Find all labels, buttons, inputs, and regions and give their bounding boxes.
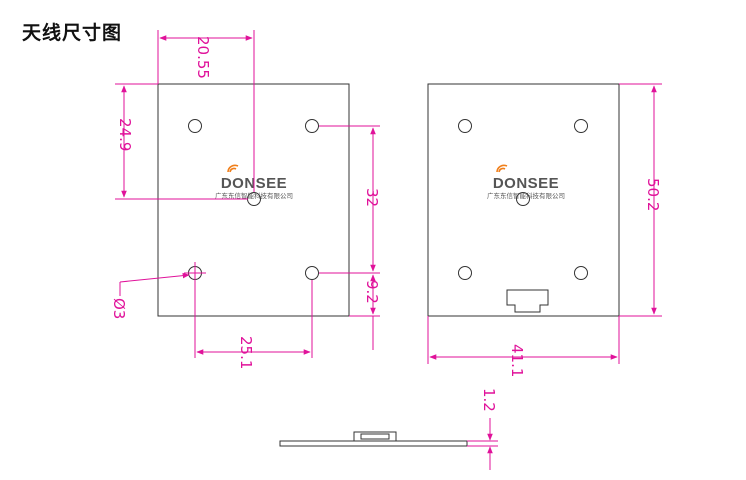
front-view: DONSEE 广东东信智能科技有限公司 20.55 24.9 32 9.2 Ø3 xyxy=(110,30,381,369)
back-hole-bottom-right xyxy=(574,266,588,280)
front-hole-top-left xyxy=(188,119,202,133)
dim-9-2-label: 9.2 xyxy=(363,280,381,304)
page-title: 天线尺寸图 xyxy=(22,22,123,44)
dim-50-2-label: 50.2 xyxy=(644,178,662,211)
dim-hole-diameter-label: Ø3 xyxy=(110,298,128,319)
back-board-outline xyxy=(427,83,620,317)
back-view: DONSEE 广东东信智能科技有限公司 50.2 41.1 xyxy=(427,83,662,377)
back-brand-name: DONSEE xyxy=(493,175,559,192)
dim-24-9-label: 24.9 xyxy=(116,118,134,151)
back-hole-bottom-left xyxy=(458,266,472,280)
side-connector-inner xyxy=(360,433,390,440)
back-brand-subtitle: 广东东信智能科技有限公司 xyxy=(487,191,565,200)
front-hole-bottom-right xyxy=(305,266,319,280)
back-connector xyxy=(506,289,549,313)
dim-hole-diameter-leader xyxy=(119,272,190,283)
dim-20-55-label: 20.55 xyxy=(194,36,212,79)
wifi-icon xyxy=(496,164,508,173)
back-hole-top-right xyxy=(574,119,588,133)
dim-1-2-label: 1.2 xyxy=(480,388,498,412)
back-hole-top-left xyxy=(458,119,472,133)
back-hole-center xyxy=(516,192,530,206)
side-connector xyxy=(353,431,397,442)
back-brand-logo: DONSEE 广东东信智能科技有限公司 xyxy=(487,164,565,200)
side-board-outline xyxy=(279,440,468,447)
wifi-icon xyxy=(227,164,239,173)
dim-25-1-label: 25.1 xyxy=(237,336,255,369)
front-hole-top-right xyxy=(305,119,319,133)
dim-32-label: 32 xyxy=(363,188,381,207)
dim-41-1-label: 41.1 xyxy=(508,344,526,377)
side-view: 1.2 xyxy=(279,388,498,470)
front-brand-subtitle: 广东东信智能科技有限公司 xyxy=(215,191,293,200)
